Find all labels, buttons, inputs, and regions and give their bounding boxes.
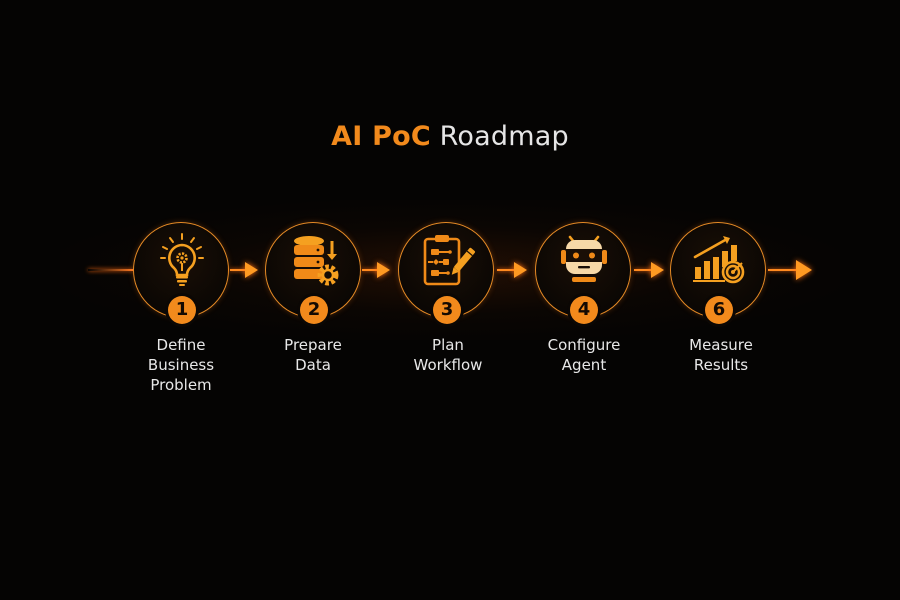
clipboard-workflow-icon <box>423 235 476 286</box>
title-rest: Roadmap <box>439 121 569 152</box>
step-5-label: Measure Results <box>656 335 786 375</box>
label-line: Configure <box>547 336 621 354</box>
label-line: Prepare <box>284 336 342 354</box>
step-3-label: Plan Workflow <box>383 335 513 375</box>
arrow-1-to-2 <box>230 262 258 278</box>
step-number-badge: 2 <box>300 296 328 324</box>
label-line: Plan <box>432 336 464 354</box>
arrow-final <box>768 260 812 280</box>
title-accent: AI PoC <box>331 121 431 152</box>
arrow-4-to-5 <box>634 262 664 278</box>
arrow-2-to-3 <box>362 262 390 278</box>
step-number-badge: 4 <box>570 296 598 324</box>
step-1-circle: 1 <box>133 222 229 324</box>
label-line: Agent <box>561 356 607 374</box>
label-line: Define <box>156 336 206 354</box>
label-line: Workflow <box>413 356 483 374</box>
step-2-label: Prepare Data <box>248 335 378 375</box>
label-line: Results <box>693 356 749 374</box>
label-line: Data <box>295 356 331 374</box>
step-number-badge: 3 <box>433 296 461 324</box>
step-4-label: Configure Agent <box>519 335 649 375</box>
chart-target-icon <box>693 236 745 284</box>
label-line: Problem <box>150 376 212 394</box>
page-title: AI PoC Roadmap <box>0 121 900 152</box>
label-line: Business <box>147 356 215 374</box>
step-number-badge: 1 <box>168 296 196 324</box>
arrow-3-to-4 <box>497 262 527 278</box>
step-2-circle: 2 <box>265 222 361 324</box>
lead-in-line <box>88 269 134 271</box>
step-1-label: Define Business Problem <box>116 335 246 395</box>
step-number-badge: 6 <box>705 296 733 324</box>
robot-icon <box>561 235 607 282</box>
step-5-circle: 6 <box>670 222 766 324</box>
step-4-circle: 4 <box>535 222 631 324</box>
step-3-circle: 3 <box>398 222 494 324</box>
label-line: Measure <box>689 336 753 354</box>
database-gear-icon <box>294 236 339 286</box>
lightbulb-gear-icon <box>160 233 204 286</box>
